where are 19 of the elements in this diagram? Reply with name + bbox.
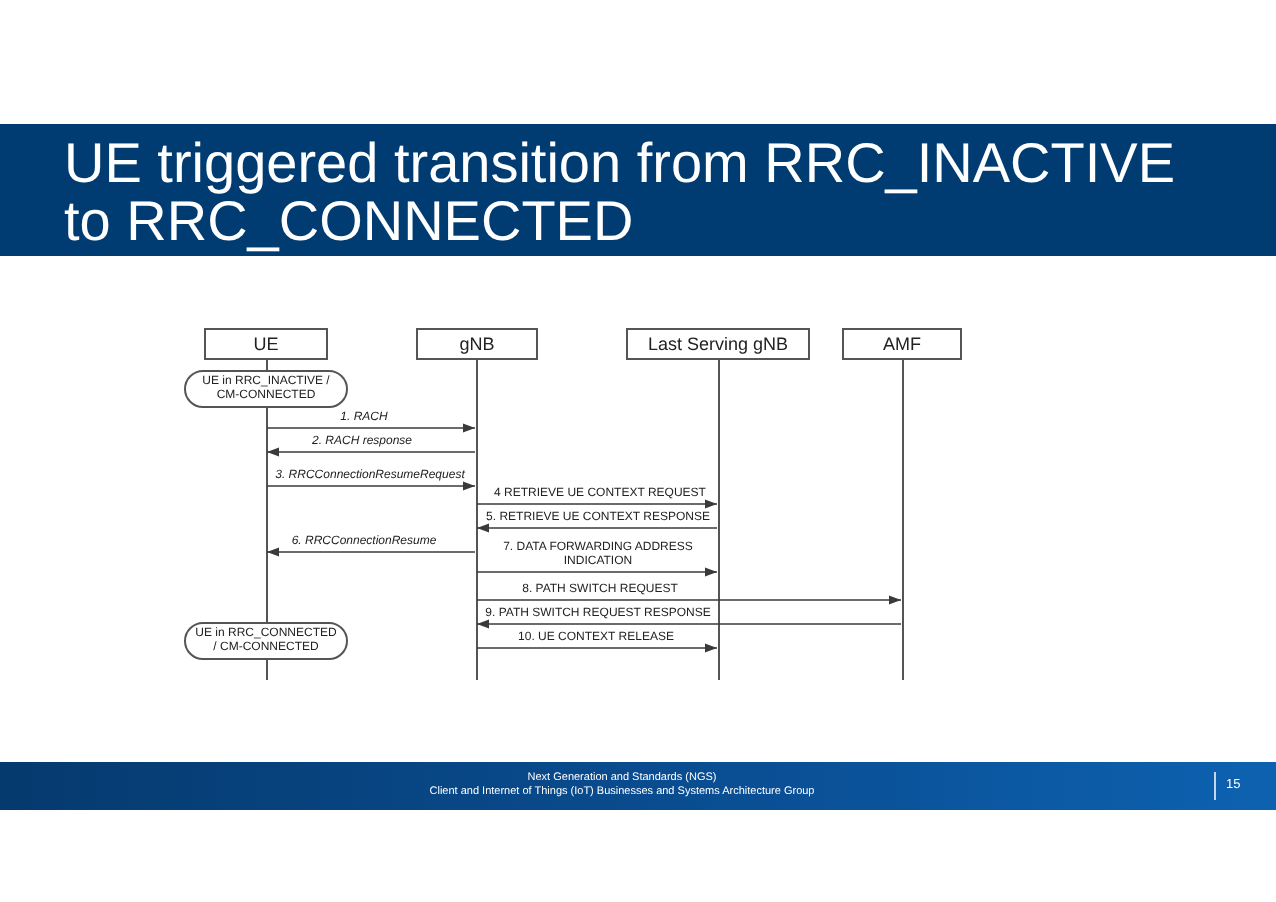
participant-box: gNB [416,328,538,360]
participant-box: AMF [842,328,962,360]
message-arrow [476,499,718,509]
message-arrow [266,481,476,491]
participant-box: Last Serving gNB [626,328,810,360]
message-arrow [476,595,902,605]
message-arrow [266,547,476,557]
message-arrow [476,523,718,533]
slide-title: UE triggered transition from RRC_INACTIVE to RRC_CONNECTED [64,134,1178,250]
lifeline [901,360,903,680]
lifeline [717,360,719,680]
participant-box: UE [204,328,328,360]
message-arrow [266,423,476,433]
lifeline [265,408,267,622]
message-arrow [476,643,718,653]
message-arrow [266,447,476,457]
lifeline [475,360,477,680]
message-arrow [476,567,718,577]
message-arrow [476,619,902,629]
